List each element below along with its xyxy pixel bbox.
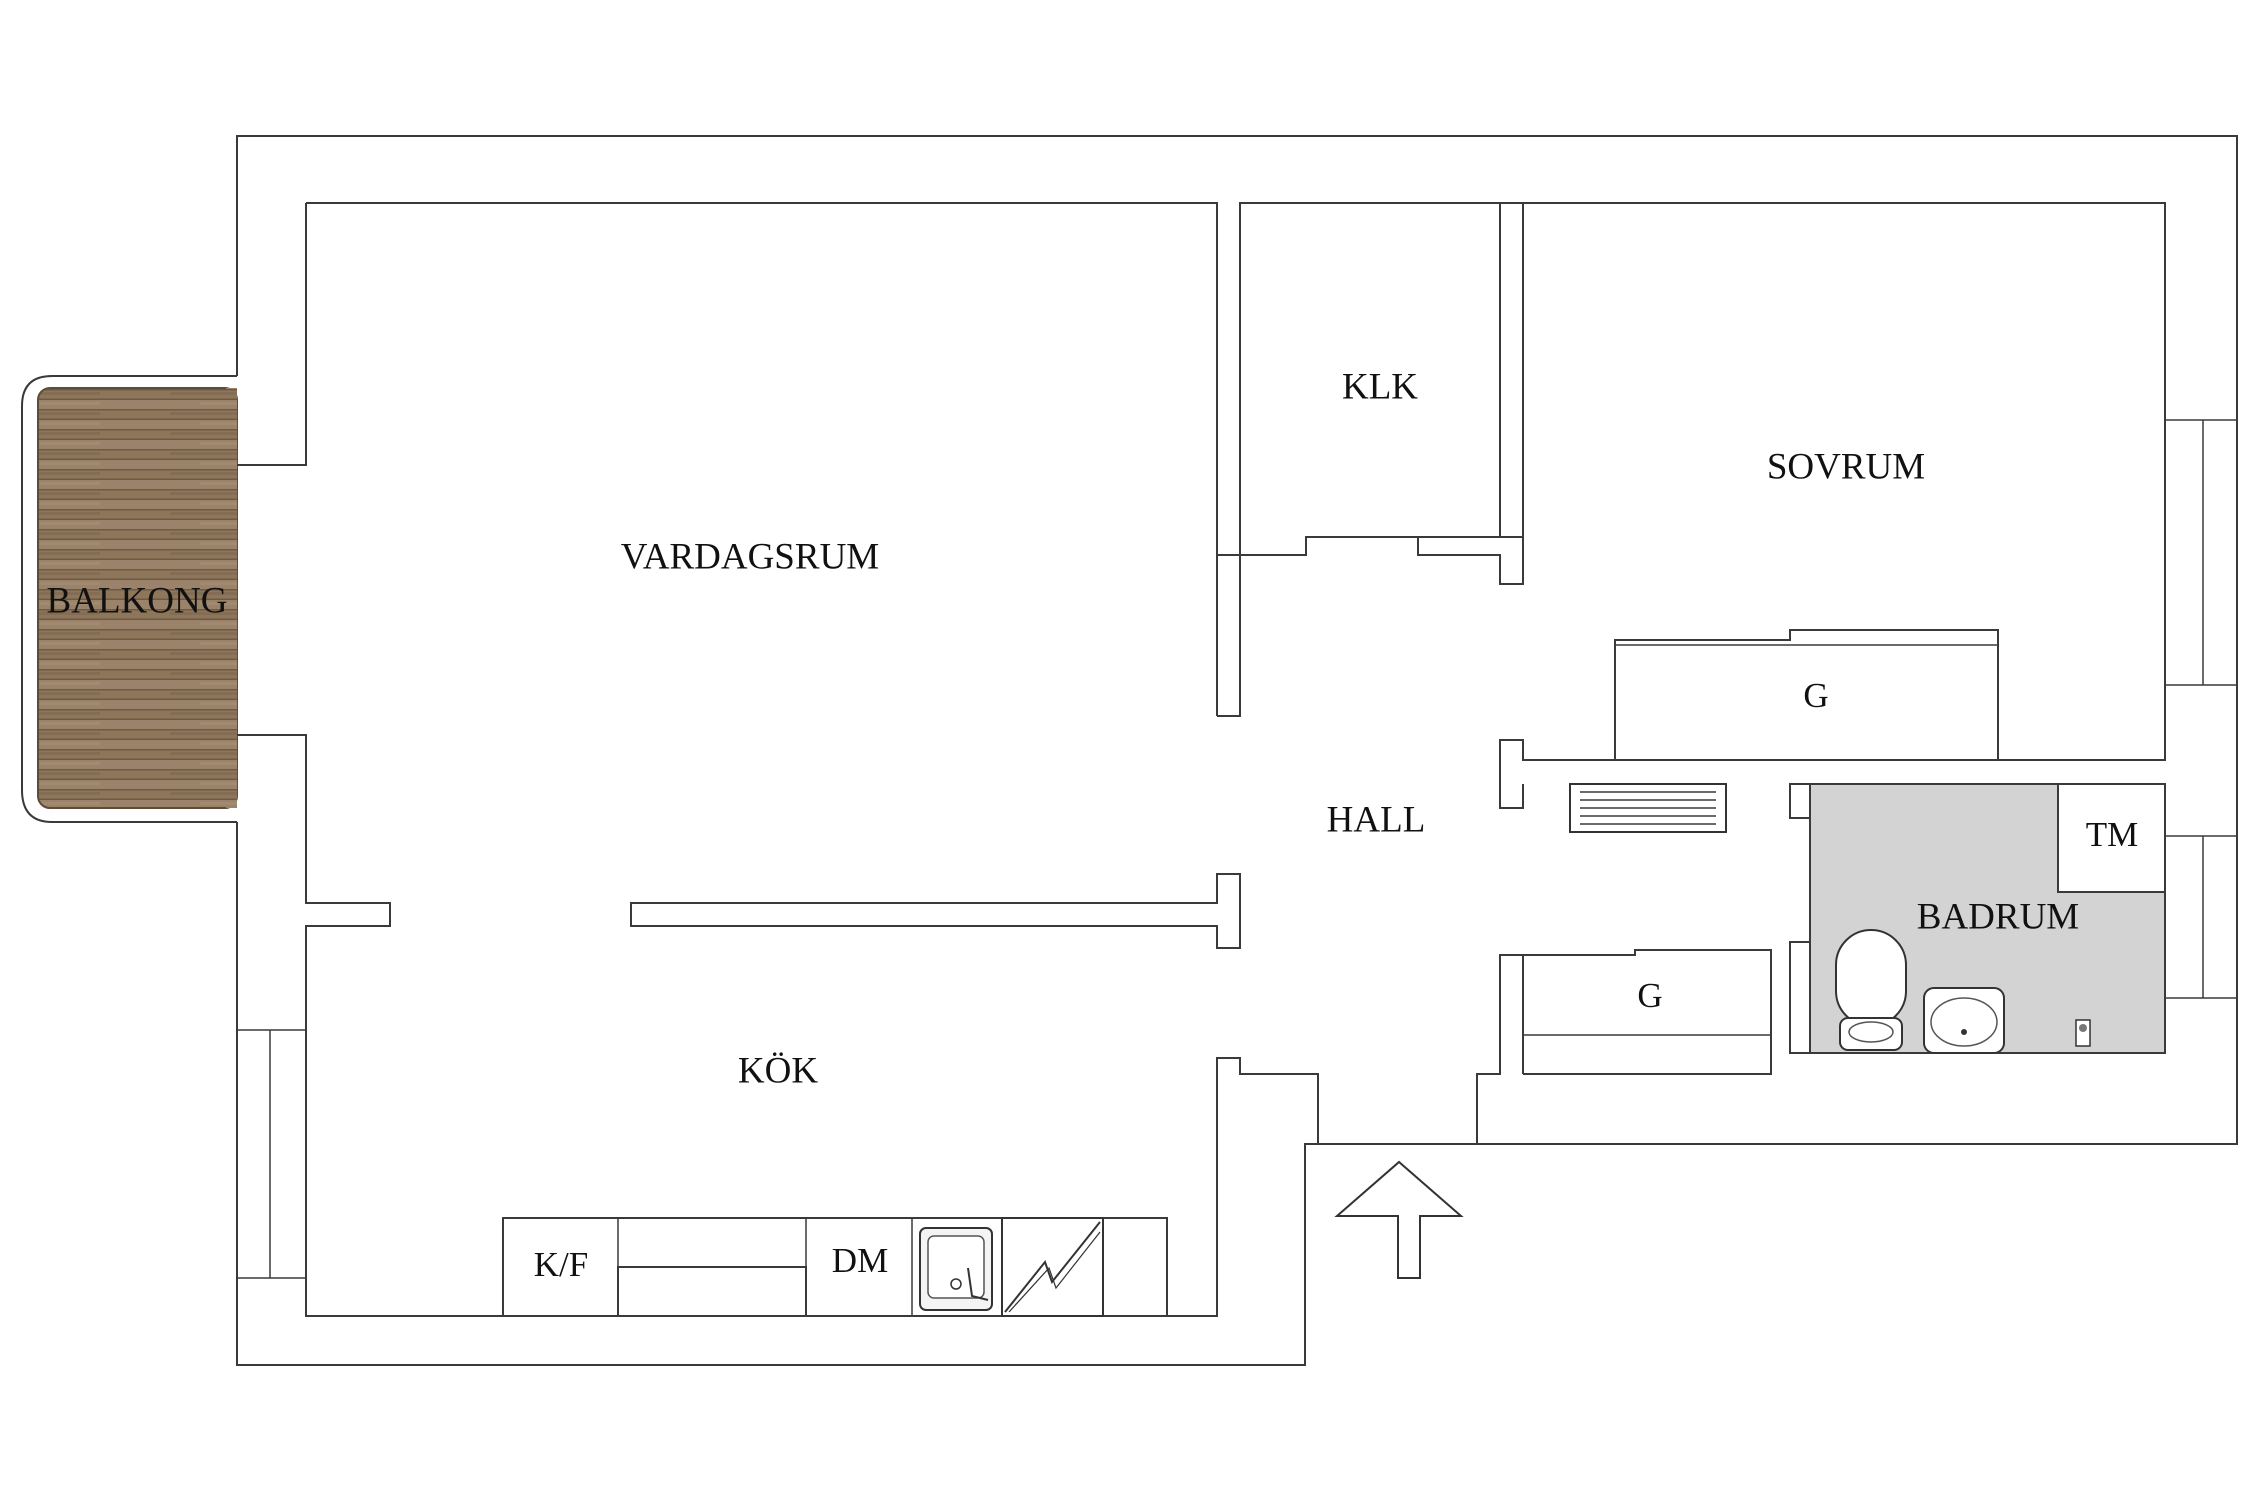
balcony xyxy=(21,375,238,823)
radiator-icon xyxy=(1569,783,1727,833)
toilet-icon xyxy=(1835,929,1907,1051)
kitchen-cabinet xyxy=(617,1266,807,1317)
room-label-sovrum: SOVRUM xyxy=(1767,446,1925,487)
stove-icon xyxy=(1001,1217,1104,1317)
kitchen-window xyxy=(237,1029,306,1279)
fixture-label-garderob-hall: G xyxy=(1637,976,1662,1015)
fixture-label-diskmaskin: DM xyxy=(832,1241,888,1280)
kitchen-sink-icon xyxy=(919,1227,993,1311)
washbasin-icon xyxy=(1923,987,2005,1054)
room-label-klk: KLK xyxy=(1342,366,1418,407)
outer-walls xyxy=(236,135,2238,1366)
room-label-vardagsrum: VARDAGSRUM xyxy=(621,536,879,577)
room-label-balkong: BALKONG xyxy=(47,580,228,621)
bedroom-walls xyxy=(1499,202,2237,999)
washing-machine-area xyxy=(2057,783,2166,893)
fixture-label-kyl-frys: K/F xyxy=(534,1245,588,1284)
entrance-arrow-icon xyxy=(1334,1160,1464,1279)
living-kitchen-walls xyxy=(237,202,1524,1317)
room-label-hall: HALL xyxy=(1327,799,1426,840)
wardrobe-hall xyxy=(1476,949,1772,1144)
room-label-kok: KÖK xyxy=(738,1050,818,1091)
wardrobe-bedroom xyxy=(1614,629,1999,760)
fixture-label-tvattmaskin: TM xyxy=(2086,815,2139,854)
fixture-label-garderob-sovrum: G xyxy=(1803,676,1828,715)
floor-drain-icon xyxy=(2075,1019,2091,1047)
room-label-badrum: BADRUM xyxy=(1917,896,2079,937)
